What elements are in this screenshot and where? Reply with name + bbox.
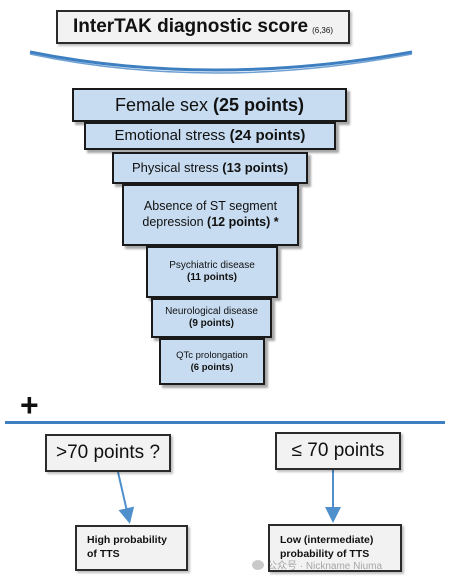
criterion-label: Emotional stress bbox=[114, 126, 226, 144]
funnel-arc bbox=[29, 50, 413, 72]
criterion-female-sex: Female sex (25 points) bbox=[72, 88, 347, 122]
wechat-icon bbox=[252, 559, 264, 570]
threshold-at-most-70: ≤ 70 points bbox=[275, 432, 401, 470]
outcome-low-probability: Low (intermediate) probability of TTS bbox=[268, 524, 402, 572]
section-divider bbox=[5, 421, 445, 424]
outcome-high-probability: High probability of TTS bbox=[75, 525, 188, 571]
criterion-points: (12 points) * bbox=[207, 215, 279, 229]
criterion-label: Female sex bbox=[114, 94, 208, 115]
threshold-label: >70 points ? bbox=[55, 442, 161, 463]
watermark: 公众号 · Nickname Niuma bbox=[252, 557, 382, 572]
criterion-physical-stress: Physical stress (13 points) bbox=[112, 152, 308, 184]
criterion-label: QTc prolongation bbox=[176, 349, 248, 361]
criterion-points: (13 points) bbox=[222, 159, 289, 175]
criterion-points: (11 points) bbox=[186, 272, 237, 283]
criterion-emotional-stress: Emotional stress (24 points) bbox=[84, 122, 336, 150]
criterion-label: Psychiatric disease bbox=[169, 259, 255, 271]
funnel-arc-inner bbox=[29, 53, 413, 74]
criterion-points: (6 points) bbox=[190, 361, 234, 373]
arrow-left bbox=[117, 471, 135, 524]
title-text: InterTAK diagnostic score bbox=[73, 16, 309, 37]
criterion-label-line2: depression bbox=[142, 215, 204, 229]
criterion-label: Physical stress bbox=[131, 159, 219, 175]
title-reference: (6,36) bbox=[312, 25, 333, 35]
criterion-qtc-prolongation: QTc prolongation (6 points) bbox=[159, 338, 265, 385]
outcome-line1: High probability bbox=[87, 534, 167, 547]
criterion-psychiatric-disease: Psychiatric disease (11 points) bbox=[146, 246, 278, 298]
outcome-line2: probability of TTS bbox=[280, 548, 370, 560]
outcome-line2: of TTS bbox=[87, 548, 120, 560]
outcome-line1: Low (intermediate) bbox=[280, 534, 374, 547]
watermark-text: 公众号 · Nickname Niuma bbox=[267, 561, 383, 572]
criterion-absence-st-depression: Absence of ST segment depression (12 poi… bbox=[122, 184, 299, 246]
criterion-label: Neurological disease bbox=[165, 305, 258, 317]
criterion-points: (9 points) bbox=[189, 318, 234, 329]
threshold-label: ≤ 70 points bbox=[291, 440, 385, 461]
criterion-points: (24 points) bbox=[229, 126, 306, 144]
plus-operator: + bbox=[20, 387, 39, 423]
threshold-above-70: >70 points ? bbox=[45, 434, 171, 472]
criterion-label: Absence of ST segment bbox=[143, 199, 278, 214]
criterion-points: (25 points) bbox=[213, 94, 305, 115]
criterion-neurological-disease: Neurological disease (9 points) bbox=[151, 298, 272, 338]
diagram-title: InterTAK diagnostic score (6,36) bbox=[56, 10, 350, 44]
